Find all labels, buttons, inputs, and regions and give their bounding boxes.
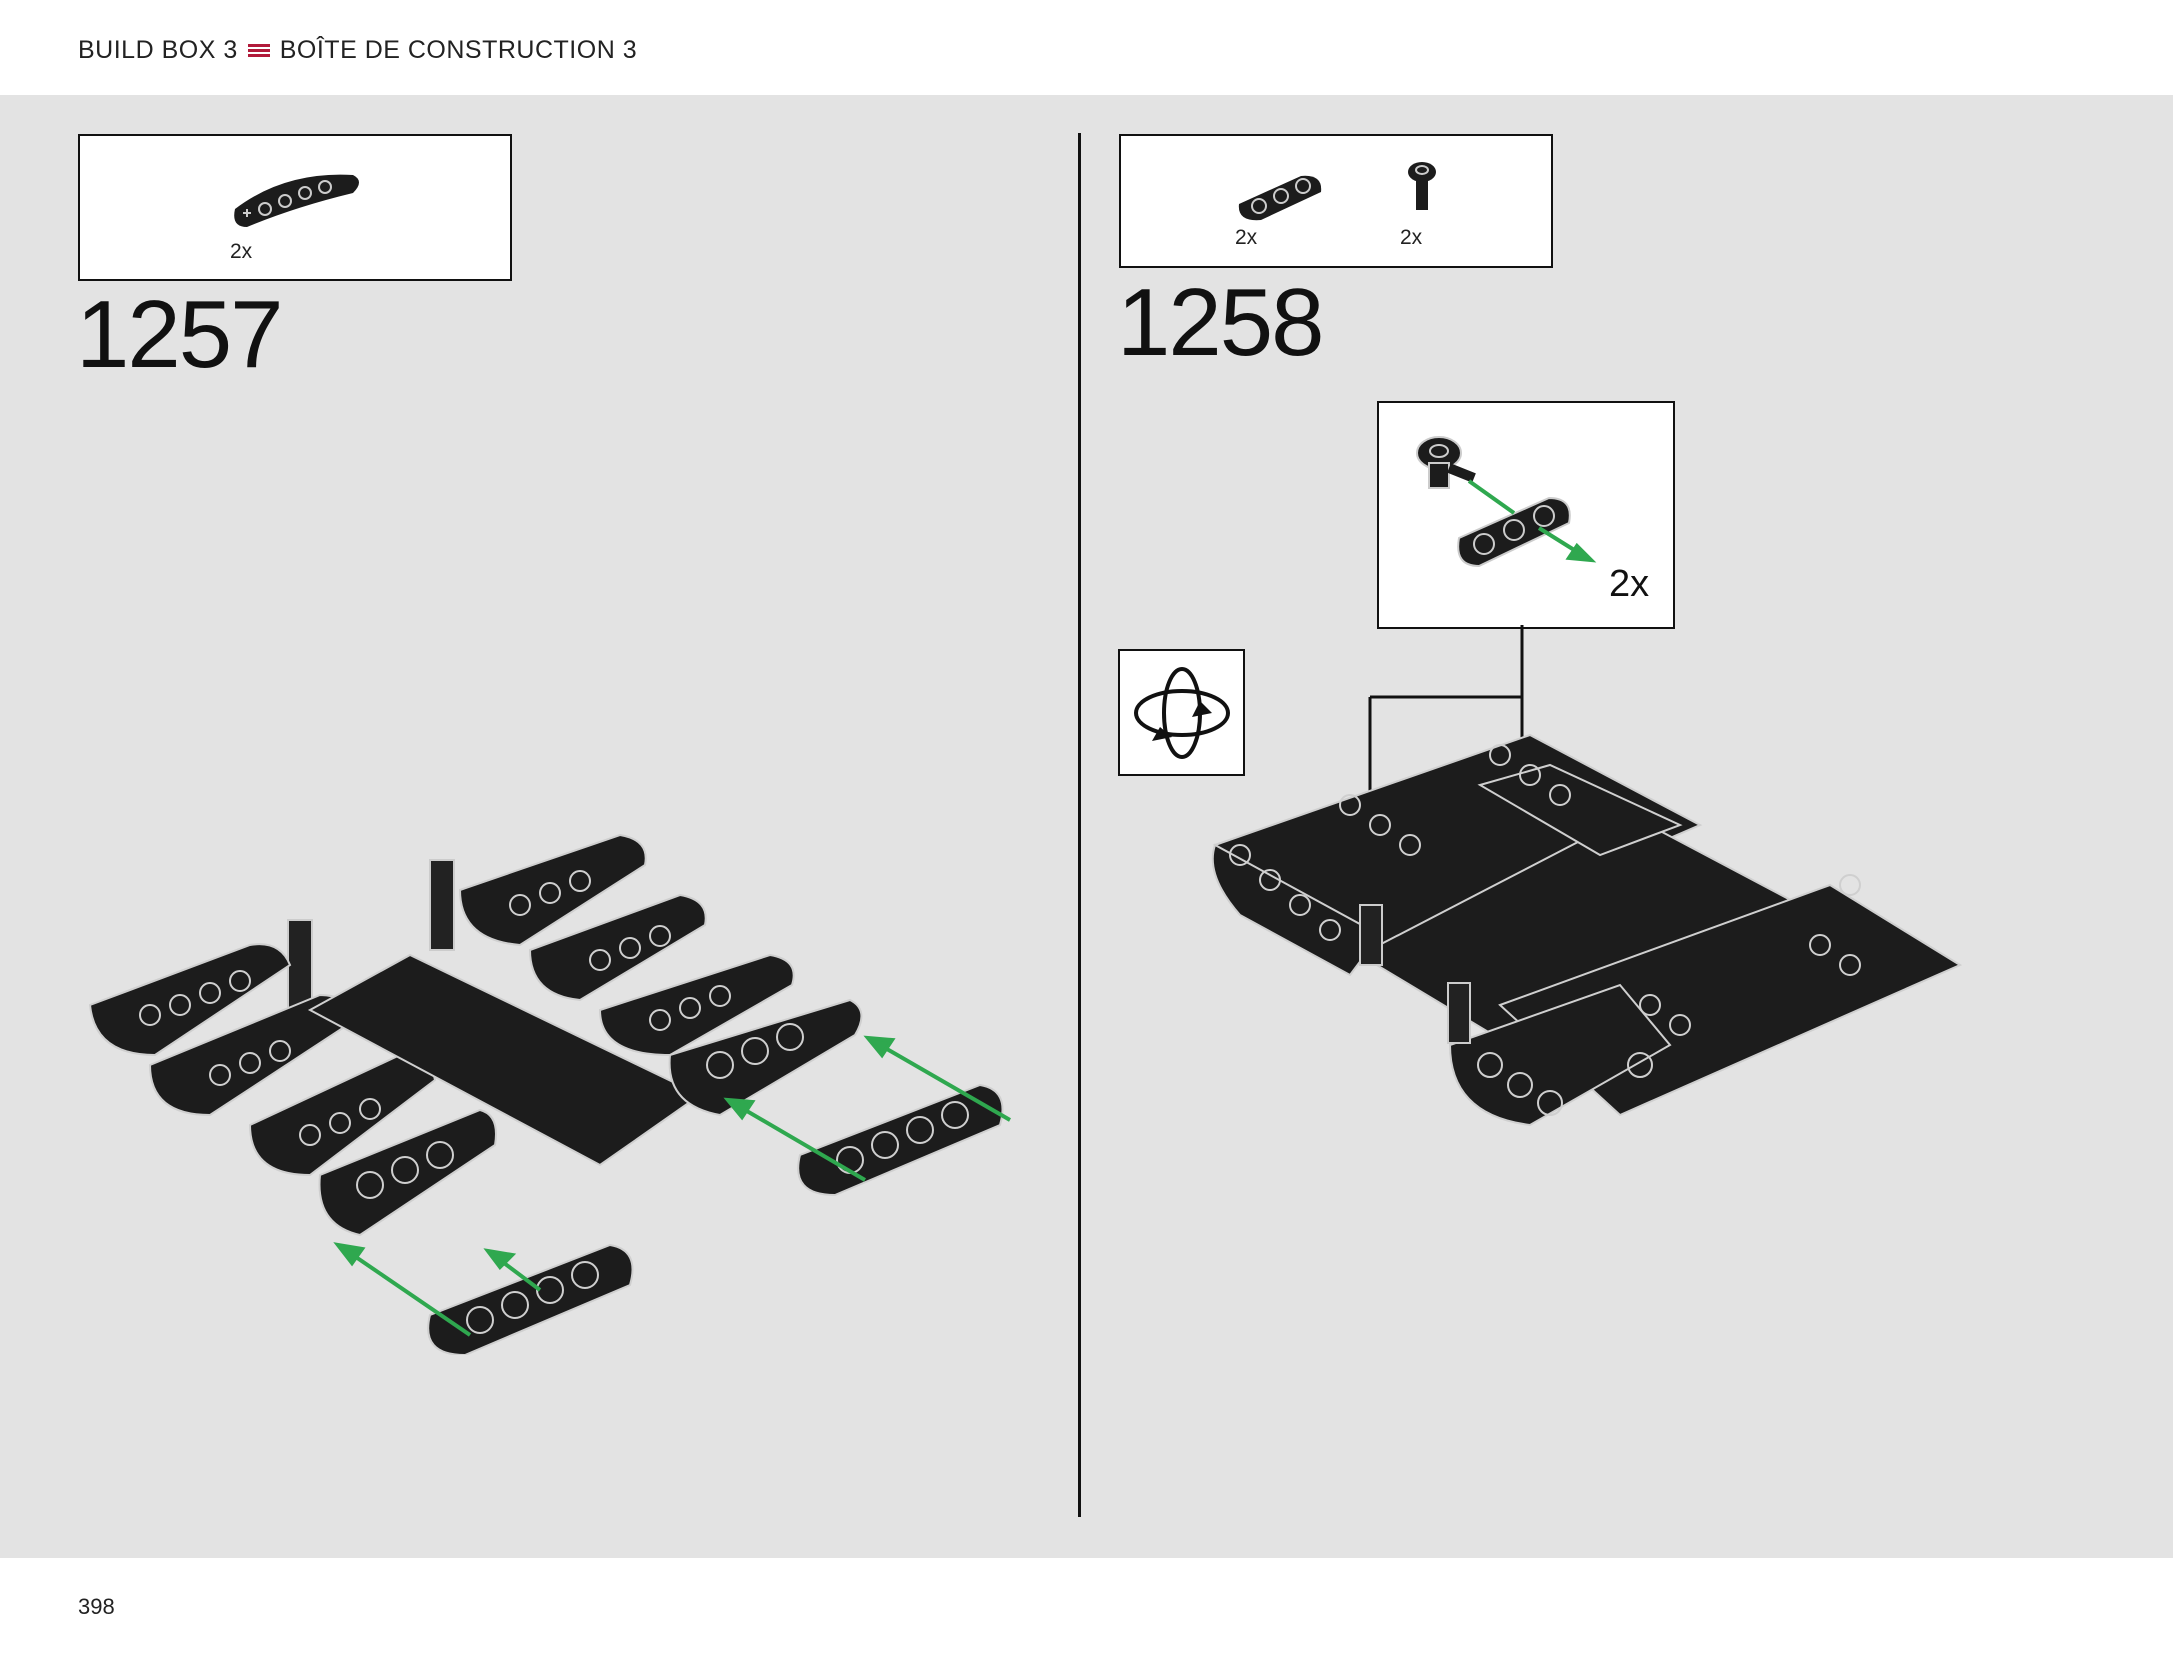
build-box-fr: BOÎTE DE CONSTRUCTION 3: [279, 36, 638, 64]
part-qty: 2x: [1235, 226, 1258, 249]
menu-lines-icon: [247, 43, 270, 58]
subassembly-callout: 2x: [1377, 401, 1675, 629]
parts-list-1257: 2x: [78, 134, 512, 281]
rotate-model-box: [1118, 649, 1245, 776]
build-box-label: BUILD BOX 3 BOÎTE DE CONSTRUCTION 3: [78, 36, 637, 65]
instructions-area: 2x 1257: [0, 95, 2173, 1558]
callout-qty: 2x: [1609, 563, 1650, 605]
step-number-1257: 1257: [76, 281, 284, 388]
part-qty: 2x: [230, 240, 253, 263]
build-box-en: BUILD BOX 3: [78, 36, 238, 64]
connector-icon: [1398, 158, 1448, 218]
part-qty: 2x: [1400, 226, 1423, 249]
page-header: BUILD BOX 3 BOÎTE DE CONSTRUCTION 3: [0, 0, 2173, 95]
assembly-illustration-1257: [80, 755, 1040, 1355]
rotate-model-icon: [1130, 661, 1234, 765]
callout-illustration: [1399, 418, 1619, 608]
beam-3-icon: [1231, 164, 1331, 224]
assembly-illustration-1258: [1200, 625, 2000, 1345]
curved-beam-icon: [225, 161, 365, 231]
step-number-1258: 1258: [1117, 269, 1325, 376]
page-footer: 398: [0, 1558, 2173, 1654]
parts-list-1258: 2x 2x: [1119, 134, 1553, 268]
page-number: 398: [78, 1594, 115, 1619]
step-divider: [1078, 133, 1081, 1517]
